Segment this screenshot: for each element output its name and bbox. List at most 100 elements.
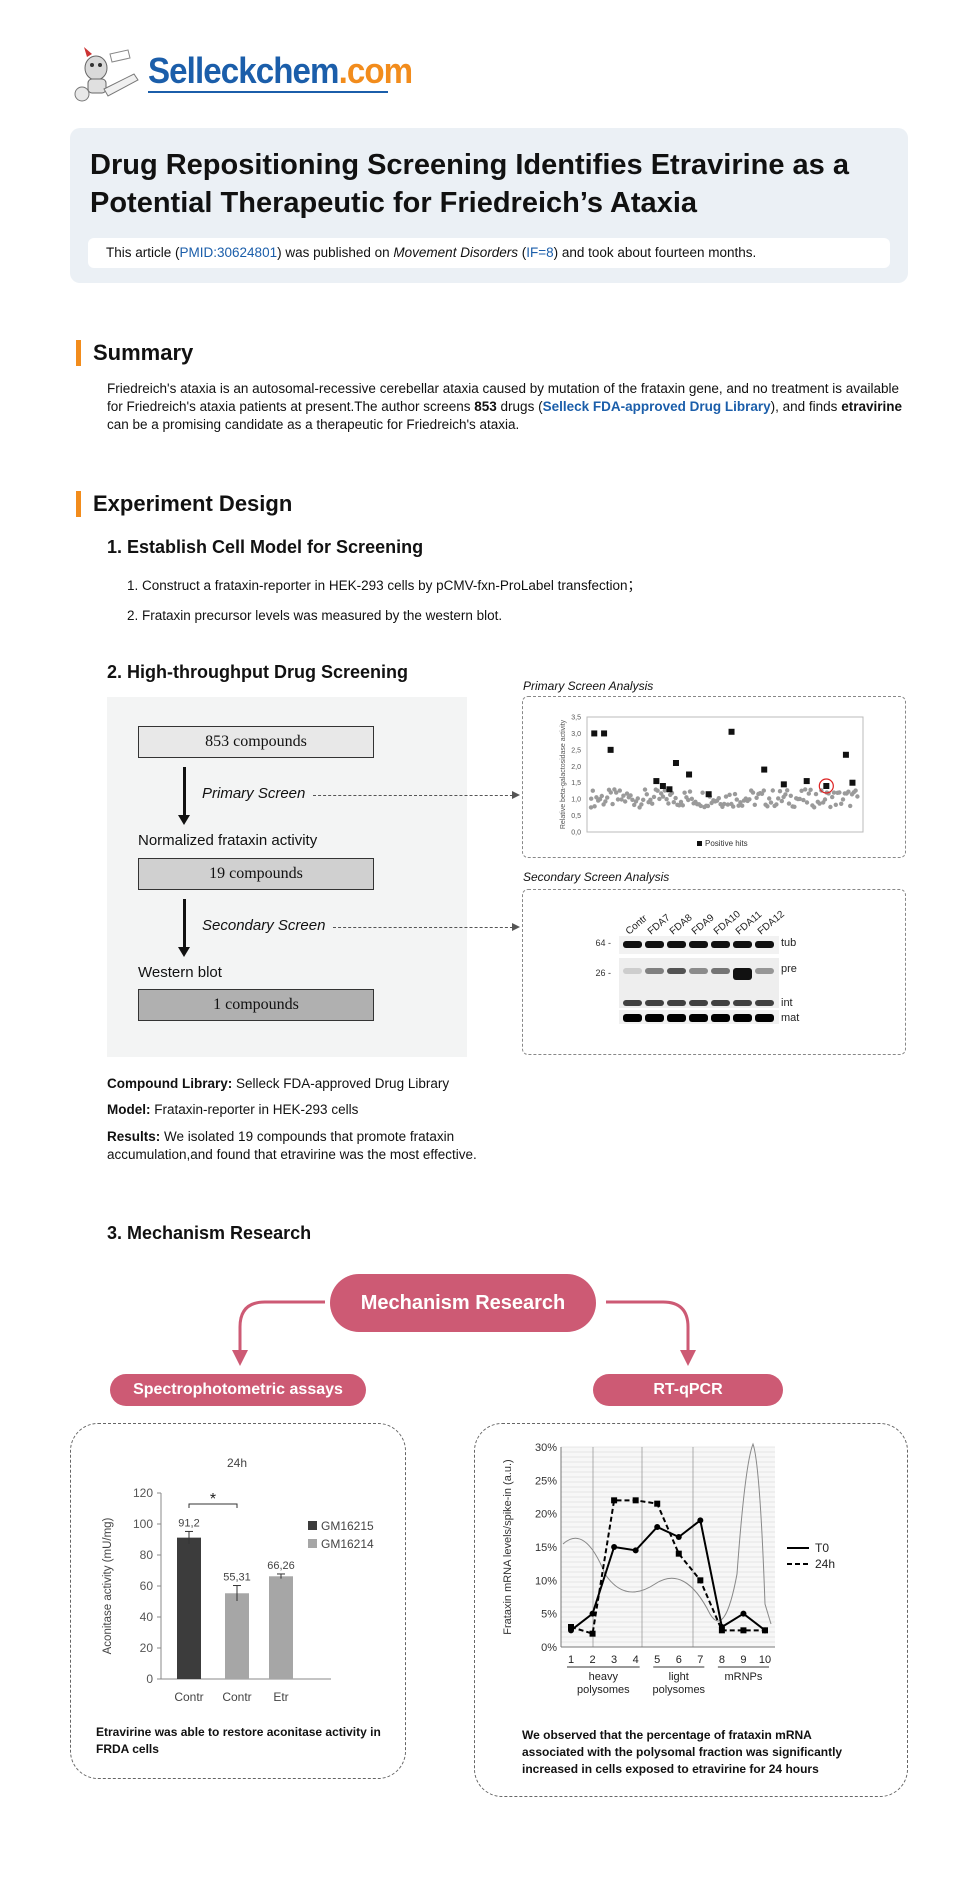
y-tick-label: 1,0 <box>571 797 581 804</box>
band-label: pre <box>781 963 797 975</box>
band-int <box>645 1000 664 1006</box>
hit-point <box>666 786 673 793</box>
spectrophotometric-pill: Spectrophotometric assays <box>110 1374 366 1406</box>
normalized-activity-label: Normalized frataxin activity <box>138 832 318 849</box>
summary-text-4: can be a promising candidate as a therap… <box>107 417 520 432</box>
value-label: 91,2 <box>178 1517 199 1529</box>
data-point <box>839 801 844 806</box>
western-blot-label: Western blot <box>138 964 222 981</box>
data-point <box>848 803 853 809</box>
connector-arrow <box>333 923 520 931</box>
library-link[interactable]: Selleck FDA-approved Drug Library <box>542 399 771 414</box>
data-point <box>788 793 793 798</box>
list-item: 2. Frataxin precursor levels was measure… <box>127 608 503 623</box>
lane-label: Contr <box>624 913 650 938</box>
data-point <box>828 804 833 810</box>
y-tick-label: 20 <box>140 1641 154 1655</box>
band-mat <box>711 1014 730 1022</box>
band-tub <box>733 941 752 948</box>
info-suffix: ) and took about fourteen months. <box>553 245 757 260</box>
group-label: polysomes <box>652 1684 705 1696</box>
series-point <box>632 1497 639 1504</box>
data-point <box>610 801 615 807</box>
y-axis-label: Aconitase activity (mU/mg) <box>102 1517 114 1654</box>
article-header: Drug Repositioning Screening Identifies … <box>70 128 908 283</box>
y-tick-label: 5% <box>541 1609 557 1621</box>
logo-underline <box>148 91 388 93</box>
series-line <box>570 1499 765 1635</box>
lane-label: FDA8 <box>668 912 695 937</box>
data-point <box>831 790 837 795</box>
data-point <box>806 791 811 796</box>
data-point <box>671 800 676 805</box>
legend-label: 24h <box>815 1557 835 1571</box>
data-point <box>846 789 851 794</box>
journal-name: Movement Disorders <box>393 245 518 260</box>
data-point <box>792 804 797 809</box>
pmid-link[interactable]: PMID:30624801 <box>179 245 278 260</box>
x-tick-label: 5 <box>654 1654 660 1666</box>
y-tick-label: 25% <box>535 1475 557 1487</box>
data-point <box>655 788 660 793</box>
series-point <box>632 1547 639 1554</box>
y-axis-label: Relative beta-galactosidase activity <box>560 719 567 829</box>
band-tub <box>623 941 642 948</box>
band-mat <box>755 1014 774 1022</box>
x-tick-label: 2 <box>589 1654 595 1666</box>
series-point <box>762 1627 768 1634</box>
results-value: We isolated 19 compounds that promote fr… <box>107 1129 477 1162</box>
data-point <box>833 802 838 807</box>
y-tick-label: 0,5 <box>571 813 581 820</box>
impact-factor-link[interactable]: IF=8 <box>526 245 554 260</box>
data-point <box>624 791 630 796</box>
series-point <box>740 1627 747 1634</box>
data-point <box>817 801 822 806</box>
data-point <box>666 801 671 806</box>
y-tick-label: 1,5 <box>571 780 581 787</box>
y-tick-label: 2,5 <box>571 747 581 754</box>
hit-point <box>823 783 830 789</box>
band-int <box>755 1000 774 1006</box>
series-point <box>611 1497 618 1504</box>
data-point <box>605 795 610 800</box>
info-prefix: This article ( <box>106 245 180 260</box>
data-point <box>628 793 633 798</box>
article-info: This article (PMID:30624801) was publish… <box>88 238 890 268</box>
primary-screen-label: Primary Screen <box>202 785 306 802</box>
series-point <box>675 1550 682 1557</box>
summary-heading: Summary <box>76 340 193 366</box>
band-mat <box>667 1014 686 1022</box>
data-point <box>678 799 684 805</box>
summary-text: Friedreich's ataxia is an autosomal-rece… <box>107 380 907 434</box>
band-mat <box>689 1014 708 1022</box>
data-point <box>603 799 608 804</box>
data-point <box>648 797 653 802</box>
mascot-icon <box>74 47 139 102</box>
data-point <box>687 789 693 794</box>
hit-point <box>659 783 666 789</box>
y-tick-label: 15% <box>535 1542 557 1554</box>
hit-point <box>728 728 735 735</box>
data-point <box>686 797 691 803</box>
x-tick-label: Etr <box>273 1690 288 1704</box>
summary-text-1: Friedreich's ataxia is an autosomal-rece… <box>107 381 900 414</box>
band-int <box>623 1000 642 1006</box>
data-point <box>716 796 721 801</box>
y-tick-label: 3,5 <box>571 715 581 722</box>
y-tick-label: 60 <box>140 1579 154 1593</box>
series-point <box>611 1544 618 1550</box>
band-pre <box>623 968 642 974</box>
data-point <box>617 788 622 793</box>
data-point <box>621 793 626 798</box>
data-point <box>776 796 781 801</box>
section-1-title: 1. Establish Cell Model for Screening <box>107 537 424 557</box>
list-item: 1. Construct a frataxin-reporter in HEK-… <box>127 578 641 593</box>
bar <box>269 1576 293 1679</box>
data-point <box>765 804 770 809</box>
data-point <box>750 790 756 795</box>
drug-count: 853 <box>474 399 497 414</box>
data-point <box>599 793 604 799</box>
selleckchem-logo[interactable]: Selleckchem.com <box>70 44 413 104</box>
data-point <box>664 797 669 802</box>
